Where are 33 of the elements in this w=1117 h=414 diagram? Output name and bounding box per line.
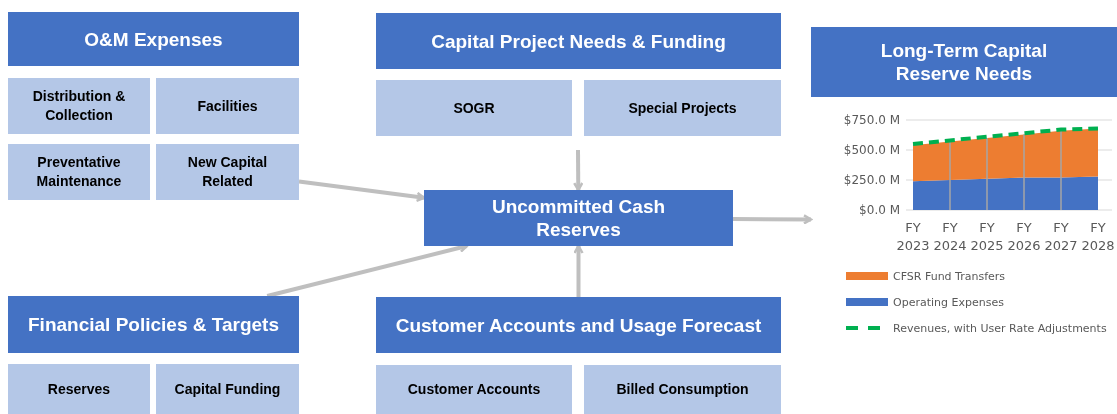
header-box: Long-Term Capital Reserve Needs [811,27,1117,97]
axis-category-label: FY 2025 [970,220,1004,253]
axis-category-label: FY 2028 [1081,220,1115,253]
legend-label: Operating Expenses [893,296,1004,309]
category-box: Customer Accounts [376,365,572,414]
category-box: Preventative Maintenance [8,144,150,200]
axis-tick-label: $750.0 M [843,113,900,127]
arrow [573,244,584,297]
category-box: Special Projects [584,80,781,136]
category-box: Billed Consumption [584,365,781,414]
header-box: Customer Accounts and Usage Forecast [376,297,781,353]
arrow [573,150,584,192]
category-box: Facilities [156,78,299,134]
legend-label: Revenues, with User Rate Adjustments [893,322,1107,335]
axis-tick-label: $250.0 M [843,173,900,187]
category-box: Reserves [8,364,150,414]
category-box: Capital Funding [156,364,299,414]
axis-category-label: FY 2024 [933,220,967,253]
arrow [298,179,426,203]
axis-category-label: FY 2026 [1007,220,1041,253]
axis-category-label: FY 2027 [1044,220,1078,253]
axis-tick-label: $0.0 M [859,203,900,217]
axis-tick-label: $500.0 M [843,143,900,157]
category-box: New Capital Related [156,144,299,200]
arrow [733,214,813,225]
header-box: Financial Policies & Targets [8,296,299,353]
category-box: Distribution & Collection [8,78,150,134]
legend-label: CFSR Fund Transfers [893,270,1006,283]
header-box: O&M Expenses [8,12,299,66]
category-box: SOGR [376,80,572,136]
header-box: Capital Project Needs & Funding [376,13,781,69]
header-box: Uncommitted Cash Reserves [424,190,733,246]
axis-category-label: FY 2023 [896,220,930,253]
